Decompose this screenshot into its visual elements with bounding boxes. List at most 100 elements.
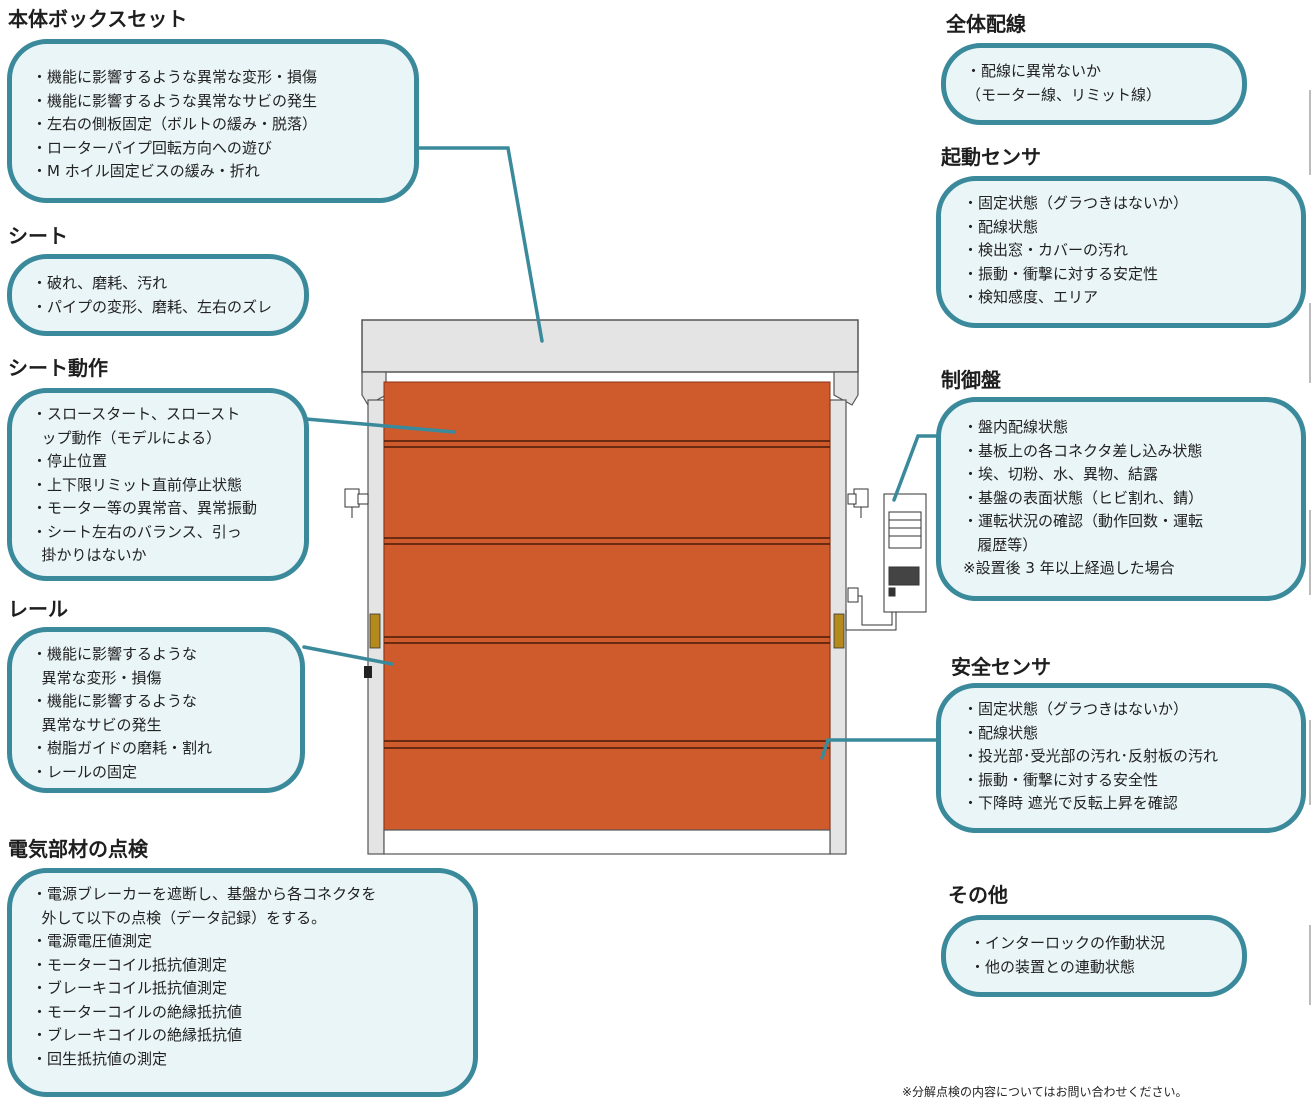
list-item: 履歴等） [963, 535, 1038, 554]
list-item: 異常なサビの発生 [32, 715, 162, 734]
list-item: ・検知感度、エリア [963, 288, 1099, 306]
list-sheet-action: ・スロースタート、スロースト ップ動作（モデルによる） ・停止位置 ・上下限リミ… [32, 403, 257, 568]
list-item: ・運転状況の確認（動作回数・運転 [963, 512, 1204, 530]
heading-sheet: シート [8, 224, 68, 248]
sheet-pipes [384, 440, 830, 749]
list-item: ・配線状態 [963, 723, 1039, 742]
list-item: ・基盤の表面状態（ヒビ割れ、錆） [963, 488, 1204, 507]
list-item: ップ動作（モデルによる） [32, 428, 222, 447]
leader-control-panel [892, 434, 943, 502]
footnote: ※分解点検の内容についてはお問い合わせください。 [902, 1085, 1188, 1099]
list-item: ・シート左右のバランス、引っ [32, 522, 242, 541]
list-item: ・回生抵抗値の測定 [32, 1049, 168, 1068]
list-item: ・スロースタート、スロースト [32, 405, 241, 423]
heading-electrical: 電気部材の点検 [8, 837, 148, 861]
list-item: ・機能に影響するような [32, 692, 198, 710]
list-item: ・電源ブレーカーを遮断し、基盤から各コネクタを [32, 885, 377, 903]
list-sheet: ・破れ、磨耗、汚れ ・パイプの変形、磨耗、左右のズレ [32, 272, 272, 319]
list-item: ・投光部･受光部の汚れ･反射板の汚れ [963, 747, 1219, 765]
list-item: ・インターロックの作動状況 [970, 934, 1166, 952]
list-other: ・インターロックの作動状況 ・他の装置との連動状態 [970, 932, 1165, 979]
list-item: ・樹脂ガイドの磨耗・割れ [32, 739, 213, 757]
list-item: ・固定状態（グラつきはないか） [963, 700, 1189, 718]
box-body-box: ・機能に影響するような異常な変形・損傷 ・機能に影響するような異常なサビの発生 … [7, 39, 419, 203]
left-safety-sensor-icon [369, 613, 381, 649]
list-item: ・パイプの変形、磨耗、左右のズレ [32, 297, 273, 316]
list-item: ・M ホイル固定ビスの緩み・折れ [32, 162, 260, 180]
list-item: ・他の装置との連動状態 [970, 957, 1135, 976]
heading-body-box: 本体ボックスセット [8, 7, 188, 31]
list-item: ・機能に影響するような異常な変形・損傷 [32, 68, 318, 86]
box-rail: ・機能に影響するような 異常な変形・損傷 ・機能に影響するような 異常なサビの発… [7, 627, 305, 793]
bottom-bar [383, 829, 831, 855]
edge-mark [1309, 303, 1311, 383]
list-item: ・破れ、磨耗、汚れ [32, 274, 168, 292]
list-item: 掛かりはないか [32, 546, 147, 564]
heading-start-sensor: 起動センサ [941, 145, 1041, 169]
box-other: ・インターロックの作動状況 ・他の装置との連動状態 [941, 915, 1247, 997]
edge-mark [1309, 90, 1311, 175]
list-item: ・盤内配線状態 [963, 418, 1069, 436]
list-item: ・左右の側板固定（ボルトの緩み・脱落） [32, 115, 318, 133]
box-control-panel: ・盤内配線状態 ・基板上の各コネクタ差し込み状態 ・埃、切粉、水、異物、結露 ・… [936, 397, 1306, 601]
list-item: ・モーターコイルの絶縁抵抗値 [32, 1002, 243, 1021]
list-item: ・レールの固定 [32, 762, 138, 781]
list-wiring: ・配線に異常ないか （モーター線、リミット線） [966, 60, 1161, 107]
list-item: ・基板上の各コネクタ差し込み状態 [963, 441, 1203, 460]
list-item: ・配線状態 [963, 217, 1039, 236]
box-start-sensor: ・固定状態（グラつきはないか） ・配線状態 ・検出窓・カバーの汚れ ・振動・衝撃… [936, 176, 1306, 328]
right-safety-sensor-icon [833, 613, 845, 649]
heading-control-panel: 制御盤 [941, 368, 1001, 392]
leader-sheet-action [304, 417, 456, 434]
list-item: 異常な変形・損傷 [32, 668, 162, 687]
list-item: ・機能に影響するような異常なサビの発生 [32, 91, 318, 110]
list-item: ・ブレーキコイルの絶縁抵抗値 [32, 1026, 243, 1044]
list-item: ・機能に影響するような [32, 645, 198, 663]
list-item: ・固定状態（グラつきはないか） [963, 194, 1189, 212]
interlock-icon [364, 666, 372, 678]
right-bracket [833, 371, 859, 406]
list-item: ※設置後 3 年以上経過した場合 [963, 559, 1175, 577]
list-item: ・ブレーキコイル抵抗値測定 [32, 979, 228, 997]
edge-mark [1309, 720, 1311, 805]
box-electrical: ・電源ブレーカーを遮断し、基盤から各コネクタを 外して以下の点検（データ記録）を… [7, 868, 478, 1097]
heading-sheet-action: シート動作 [8, 356, 108, 380]
body-box-housing [361, 319, 859, 373]
list-rail: ・機能に影響するような 異常な変形・損傷 ・機能に影響するような 異常なサビの発… [32, 643, 212, 784]
list-item: ・モーターコイル抵抗値測定 [32, 955, 228, 974]
list-item: ・電源電圧値測定 [32, 932, 153, 950]
list-item: ・振動・衝撃に対する安全性 [963, 770, 1159, 789]
list-item: ・下降時 遮光で反転上昇を確認 [963, 794, 1178, 812]
list-item: （モーター線、リミット線） [966, 85, 1162, 104]
heading-safety-sensor: 安全センサ [951, 655, 1051, 679]
box-safety-sensor: ・固定状態（グラつきはないか） ・配線状態 ・投光部･受光部の汚れ･反射板の汚れ… [936, 683, 1306, 833]
list-item: ・振動・衝撃に対する安定性 [963, 264, 1159, 283]
leader-safety-sensor [820, 738, 940, 760]
leader-rail [302, 645, 394, 666]
list-item: ・ローターパイプ回転方向への遊び [32, 138, 272, 157]
list-item: ・埃、切粉、水、異物、結露 [963, 465, 1159, 483]
box-sheet-action: ・スロースタート、スロースト ップ動作（モデルによる） ・停止位置 ・上下限リミ… [7, 388, 309, 581]
list-item: 外して以下の点検（データ記録）をする。 [32, 908, 327, 927]
edge-mark [1309, 925, 1311, 1005]
edge-mark [1309, 510, 1311, 595]
leader-body-box [414, 146, 544, 343]
box-sheet: ・破れ、磨耗、汚れ ・パイプの変形、磨耗、左右のズレ [7, 254, 309, 336]
heading-wiring: 全体配線 [946, 12, 1026, 36]
list-safety-sensor: ・固定状態（グラつきはないか） ・配線状態 ・投光部･受光部の汚れ･反射板の汚れ… [963, 698, 1218, 816]
leader-lines [302, 146, 943, 760]
heading-rail: レール [8, 597, 68, 621]
door-sheet [383, 381, 831, 831]
list-start-sensor: ・固定状態（グラつきはないか） ・配線状態 ・検出窓・カバーの汚れ ・振動・衝撃… [963, 192, 1188, 310]
control-panel-icon [845, 493, 927, 631]
list-electrical: ・電源ブレーカーを遮断し、基盤から各コネクタを 外して以下の点検（データ記録）を… [32, 883, 376, 1071]
list-item: ・上下限リミット直前停止状態 [32, 475, 243, 494]
list-body-box: ・機能に影響するような異常な変形・損傷 ・機能に影響するような異常なサビの発生 … [32, 66, 317, 184]
list-control-panel: ・盤内配線状態 ・基板上の各コネクタ差し込み状態 ・埃、切粉、水、異物、結露 ・… [963, 416, 1203, 581]
heading-other: その他 [948, 883, 1008, 907]
right-start-sensor-icon [847, 488, 869, 518]
left-start-sensor-icon [344, 488, 369, 518]
list-item: ・検出窓・カバーの汚れ [963, 241, 1129, 259]
box-wiring: ・配線に異常ないか （モーター線、リミット線） [941, 43, 1247, 125]
